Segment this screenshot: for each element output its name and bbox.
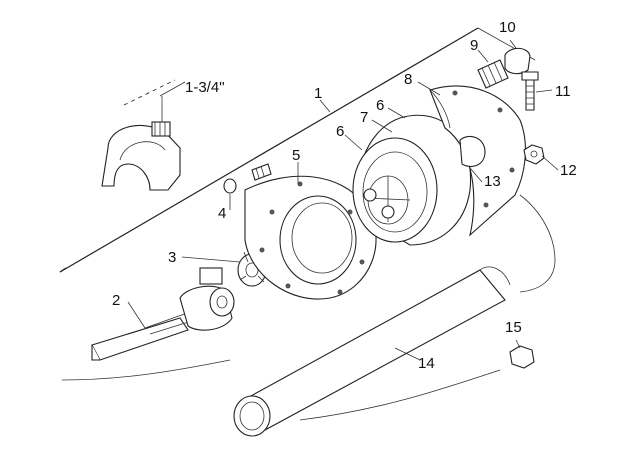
leader-lines <box>127 39 559 361</box>
callout-5: 5 <box>292 147 300 164</box>
pulley-assembly <box>352 114 472 246</box>
dimension-label: 1-3/4" <box>185 79 225 96</box>
callout-15: 15 <box>505 319 522 336</box>
callout-3: 3 <box>168 249 176 266</box>
flange-plate <box>244 175 377 300</box>
callout-6a: 6 <box>336 123 344 140</box>
callout-13: 13 <box>484 173 501 190</box>
callout-10: 10 <box>499 19 516 36</box>
callout-2: 2 <box>112 292 120 309</box>
clamp-bracket <box>101 79 181 191</box>
callout-8: 8 <box>404 71 412 88</box>
drive-shaft <box>91 311 196 361</box>
nut <box>523 144 545 165</box>
tube <box>233 266 511 437</box>
callout-14: 14 <box>418 355 435 372</box>
callout-6b: 6 <box>376 97 384 114</box>
mounting-plate <box>59 27 556 421</box>
callout-4: 4 <box>218 205 226 222</box>
universal-joint <box>179 251 267 331</box>
callout-7: 7 <box>360 109 368 126</box>
callout-9: 9 <box>470 37 478 54</box>
callout-11: 11 <box>555 83 571 100</box>
callout-12: 12 <box>560 162 577 179</box>
housing <box>429 85 526 237</box>
pin <box>223 163 272 194</box>
small-nut <box>509 345 535 369</box>
callout-1: 1 <box>314 85 322 102</box>
spring-bolt <box>477 47 539 111</box>
callout-labels: 1-3/4" 1 2 3 4 5 6 6 7 8 9 10 11 12 13 1… <box>112 19 577 372</box>
